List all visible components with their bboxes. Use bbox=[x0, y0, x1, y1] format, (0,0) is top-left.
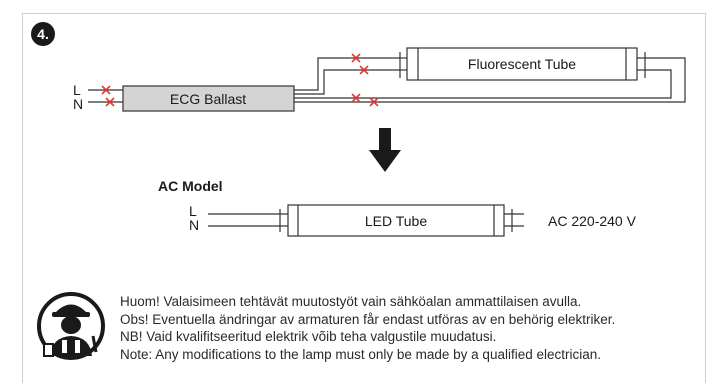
electrician-icon bbox=[37, 292, 105, 360]
cut-mark-icon bbox=[105, 97, 115, 107]
ecg-ballast-box bbox=[122, 85, 295, 112]
note-english: Note: Any modifications to the lamp must… bbox=[120, 346, 602, 362]
before-neutral-label: N bbox=[73, 96, 83, 112]
cut-mark-icon bbox=[101, 85, 111, 95]
cut-mark-icon bbox=[351, 93, 361, 103]
note-estonian: NB! Vaid kvalifitseeritud elektrik võib … bbox=[120, 329, 497, 344]
note-swedish: Obs! Eventuella ändringar av armaturen f… bbox=[120, 311, 616, 327]
wiring-diagram: L N ECG Ballast bbox=[73, 47, 686, 237]
step-number-badge: 4. bbox=[31, 22, 55, 46]
ecg-ballast-label: ECG Ballast bbox=[170, 91, 246, 107]
fluorescent-tube-label: Fluorescent Tube bbox=[468, 56, 576, 72]
safety-notes: Huom! Valaisimeen tehtävät muutostyöt va… bbox=[120, 293, 705, 363]
cut-mark-icon bbox=[369, 97, 379, 107]
output-wire-3 bbox=[294, 69, 672, 99]
voltage-label: AC 220-240 V bbox=[548, 213, 637, 229]
output-wire-1 bbox=[294, 57, 400, 91]
output-wire-4 bbox=[294, 57, 686, 103]
arrow-down-icon bbox=[369, 128, 401, 172]
content-frame bbox=[22, 13, 706, 383]
after-neutral-label: N bbox=[189, 217, 199, 233]
before-line-label: L bbox=[73, 82, 81, 98]
ac-model-label: AC Model bbox=[158, 178, 223, 194]
note-finnish: Huom! Valaisimeen tehtävät muutostyöt va… bbox=[120, 294, 582, 309]
fluorescent-tube bbox=[399, 47, 646, 81]
output-wire-2 bbox=[294, 69, 400, 95]
led-tube-label: LED Tube bbox=[365, 213, 427, 229]
led-tube bbox=[279, 204, 524, 237]
after-line-label: L bbox=[189, 203, 197, 219]
cut-mark-icon bbox=[351, 53, 361, 63]
cut-mark-icon bbox=[359, 65, 369, 75]
